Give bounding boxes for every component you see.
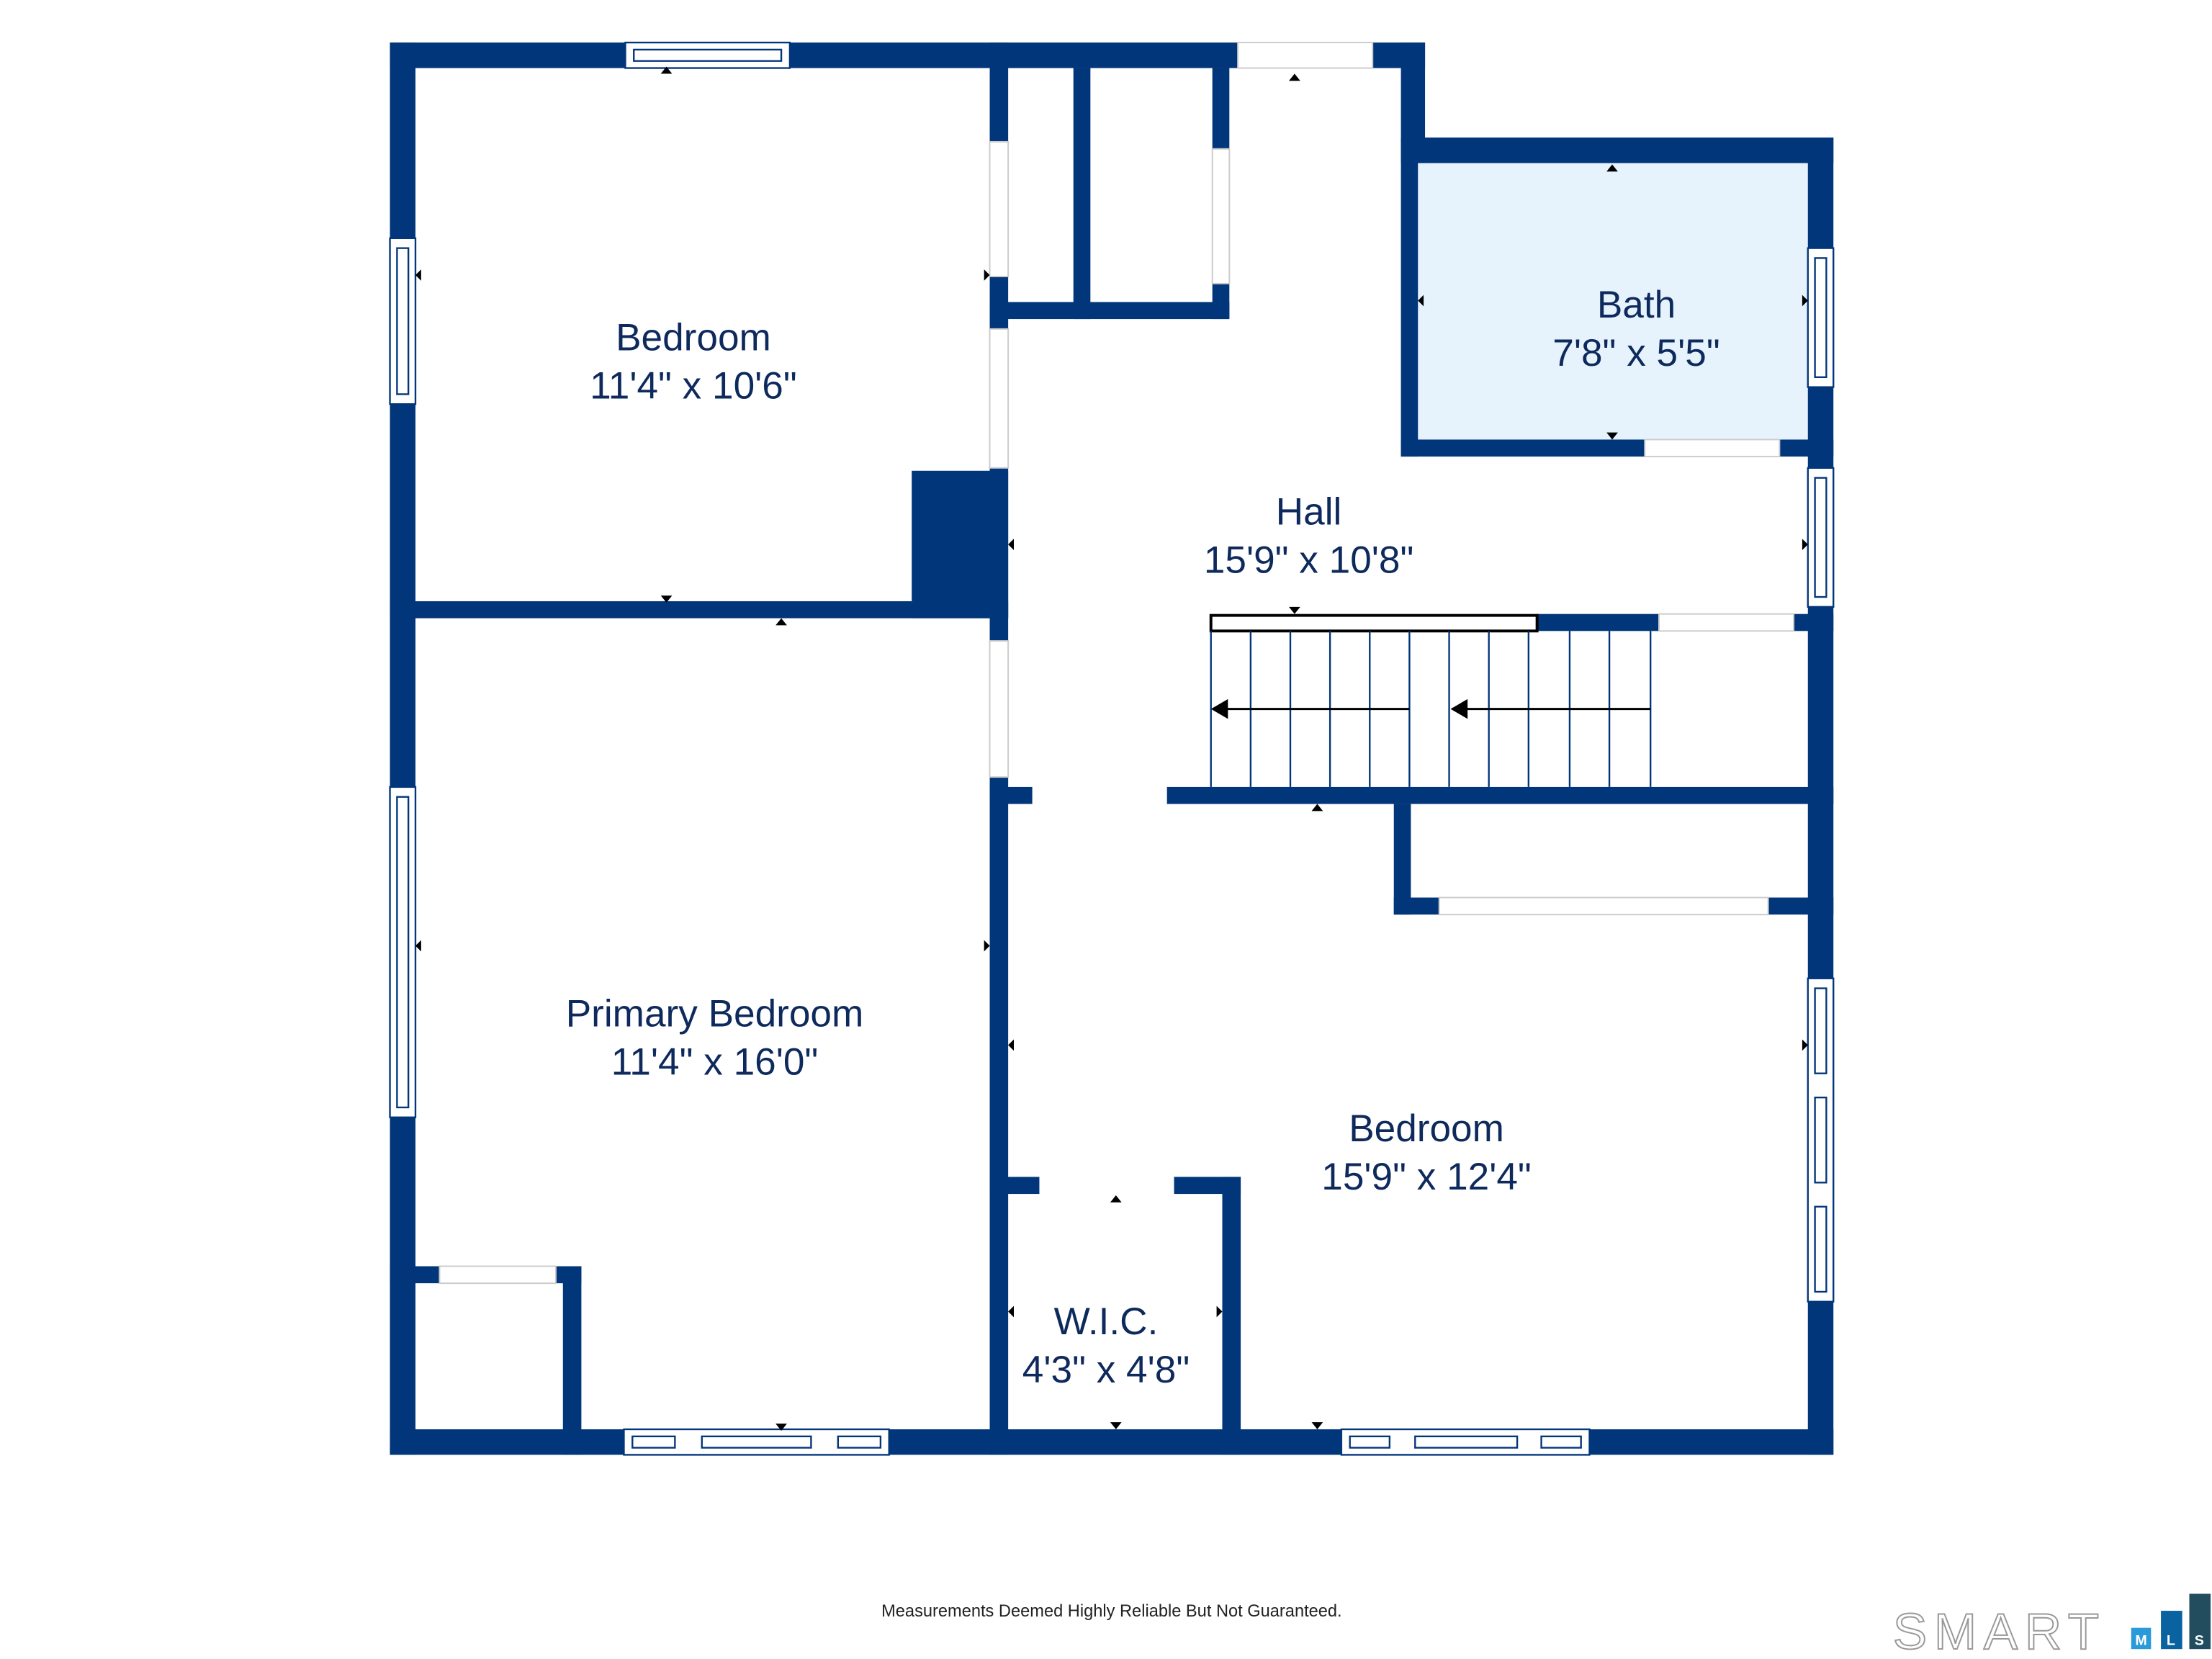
room-size: 7'8" x 5'5" [1552,332,1719,374]
logo-text: SMART [1893,1604,2106,1659]
room-size: 11'4" x 16'0" [611,1041,819,1084]
smartmls-logo: SMART M L S [1892,1593,2211,1659]
room-name: Hall [1276,491,1342,534]
room-labels: Bedroom 11'4" x 10'6" Primary Bedroom 11… [566,284,1720,1391]
staircase [1209,613,1652,787]
room-size: 15'9" x 12'4" [1321,1156,1532,1198]
logo-letter: M [2135,1632,2146,1648]
stair-arrow-icon [1210,698,1228,719]
windows [389,41,1835,1456]
room-name: Bedroom [1349,1107,1504,1150]
room-name: W.I.C. [1054,1300,1159,1343]
room-name: Primary Bedroom [566,993,864,1035]
room-size: 15'9" x 10'8" [1204,539,1414,582]
stair-arrow-icon [1450,698,1468,719]
room-name: Bedroom [616,316,771,359]
dimension-markers [415,66,1808,1431]
room-size: 4'3" x 4'8" [1022,1349,1190,1391]
bath-fill [1418,163,1808,440]
room-name: Bath [1597,284,1676,326]
disclaimer: Measurements Deemed Highly Reliable But … [881,1602,1342,1621]
logo-letter: L [2167,1632,2175,1648]
logo-letter: S [2195,1632,2204,1648]
doors [439,42,1795,1285]
room-size: 11'4" x 10'6" [590,364,797,407]
